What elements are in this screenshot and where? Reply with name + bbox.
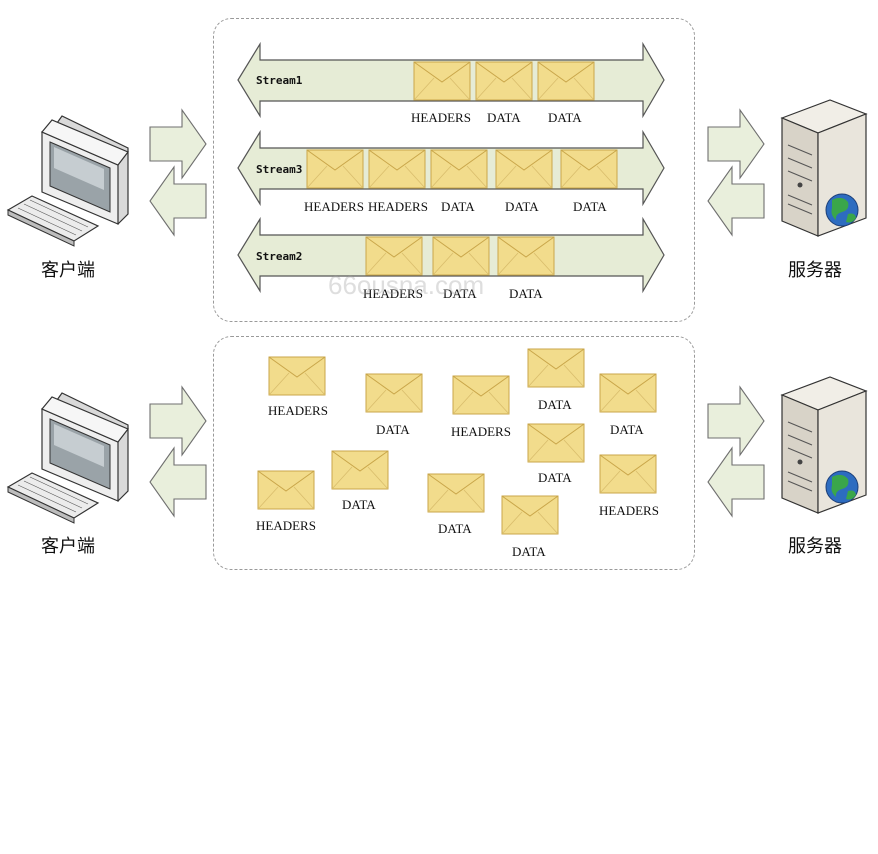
frame-label: DATA: [438, 521, 472, 536]
frame-label: HEADERS: [451, 424, 511, 439]
server-icon: [781, 376, 867, 514]
stream1-label: Stream1: [256, 74, 303, 87]
arrow-right: [707, 108, 765, 180]
server-label: 服务器: [788, 536, 842, 557]
frame-label: DATA: [441, 199, 475, 214]
arrow-left: [149, 165, 207, 237]
frame-label: DATA: [573, 199, 607, 214]
frame-label: HEADERS: [599, 503, 659, 518]
frame-label: DATA: [548, 110, 582, 125]
frame-label: DATA: [538, 470, 572, 485]
arrow-right: [149, 108, 207, 180]
client-label: 客户端: [41, 260, 95, 281]
frame-label: DATA: [342, 497, 376, 512]
watermark: 66ousna.com: [328, 270, 485, 300]
frame-label: DATA: [505, 199, 539, 214]
frame-label: DATA: [610, 422, 644, 437]
frame-label: DATA: [512, 544, 546, 559]
stream2-label: Stream2: [256, 250, 303, 263]
side-arrows: [149, 108, 765, 518]
server-label: 服务器: [788, 260, 842, 281]
arrow-left: [149, 446, 207, 518]
arrow-right: [707, 385, 765, 457]
frame-label: HEADERS: [368, 199, 428, 214]
frame-label: HEADERS: [304, 199, 364, 214]
client-label: 客户端: [41, 536, 95, 557]
arrow-right: [149, 385, 207, 457]
arrow-left: [707, 165, 765, 237]
server-icon: [780, 99, 868, 237]
frame-label: DATA: [487, 110, 521, 125]
frame-label: HEADERS: [363, 286, 423, 301]
arrow-left: [707, 446, 765, 518]
frame-label: DATA: [538, 397, 572, 412]
frame-label: DATA: [376, 422, 410, 437]
frame-label: DATA: [443, 286, 477, 301]
client-computer-icon: [6, 115, 129, 247]
frame-label: HEADERS: [256, 518, 316, 533]
stream3-label: Stream3: [256, 163, 303, 176]
frame-label: HEADERS: [268, 403, 328, 418]
frame-label: DATA: [509, 286, 543, 301]
frame-label: HEADERS: [411, 110, 471, 125]
